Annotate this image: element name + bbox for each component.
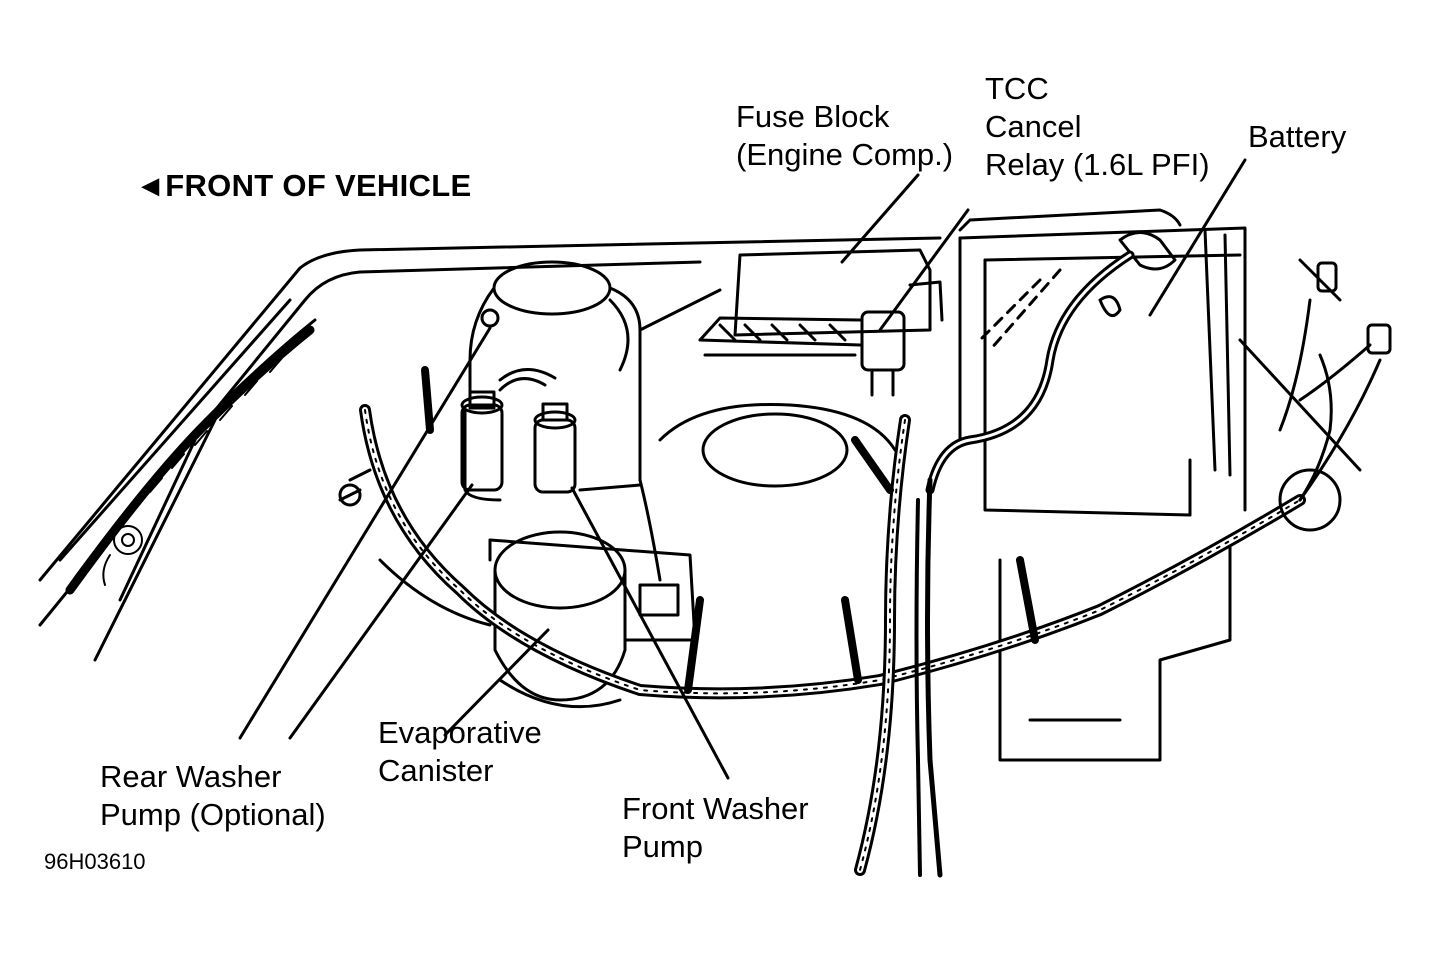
leader-fuse-block [840,173,920,264]
leader-lines [238,158,1247,780]
callout-line: TCC [985,71,1049,106]
leader-tcc-relay [878,208,970,332]
leader-rear-washer-pump-upper [238,326,492,740]
leader-front-washer-pump [570,486,730,780]
front-of-vehicle-text: FRONT OF VEHICLE [165,168,472,203]
callout-battery: Battery [1248,118,1346,156]
leader-evaporative-canister [443,628,550,737]
fender-outline [38,236,1362,662]
callout-line: Pump (Optional) [100,797,326,832]
callout-front-washer-pump: Front Washer Pump [622,790,809,866]
figure-code: 96H03610 [44,849,146,874]
callout-line: Fuse Block [736,99,890,134]
leader-battery [1148,158,1247,317]
callout-line: Pump [622,829,703,864]
callout-line: Evaporative [378,715,542,750]
callout-line: Front Washer [622,791,809,826]
leader-rear-washer-pump-lower [288,483,474,740]
callout-rear-washer-pump: Rear Washer Pump (Optional) [100,758,326,834]
callout-line: Canister [378,753,494,788]
left-arrow-icon: ◀ [142,173,160,198]
air-cleaner [638,402,897,582]
fuse-block [698,248,932,357]
callout-line: Battery [1248,119,1347,154]
callout-tcc-relay: TCC Cancel Relay (1.6L PFI) [985,70,1210,184]
callout-fuse-block: Fuse Block (Engine Comp.) [736,98,953,174]
callout-line: Cancel [985,109,1082,144]
main-harness [359,261,1392,878]
harness-clips [338,308,1039,694]
battery-cable [925,250,1135,495]
front-of-vehicle-label: ◀FRONT OF VEHICLE [142,168,471,204]
callout-line: Relay (1.6L PFI) [985,147,1210,182]
callout-line: (Engine Comp.) [736,137,954,172]
callout-line: Rear Washer [100,759,282,794]
fender-harness [65,318,317,595]
tcc-cancel-relay [860,280,944,397]
battery [958,208,1247,762]
washer-pumps [460,368,577,494]
callout-evaporative-canister: Evaporative Canister [378,714,542,790]
evaporative-canister [378,530,697,709]
